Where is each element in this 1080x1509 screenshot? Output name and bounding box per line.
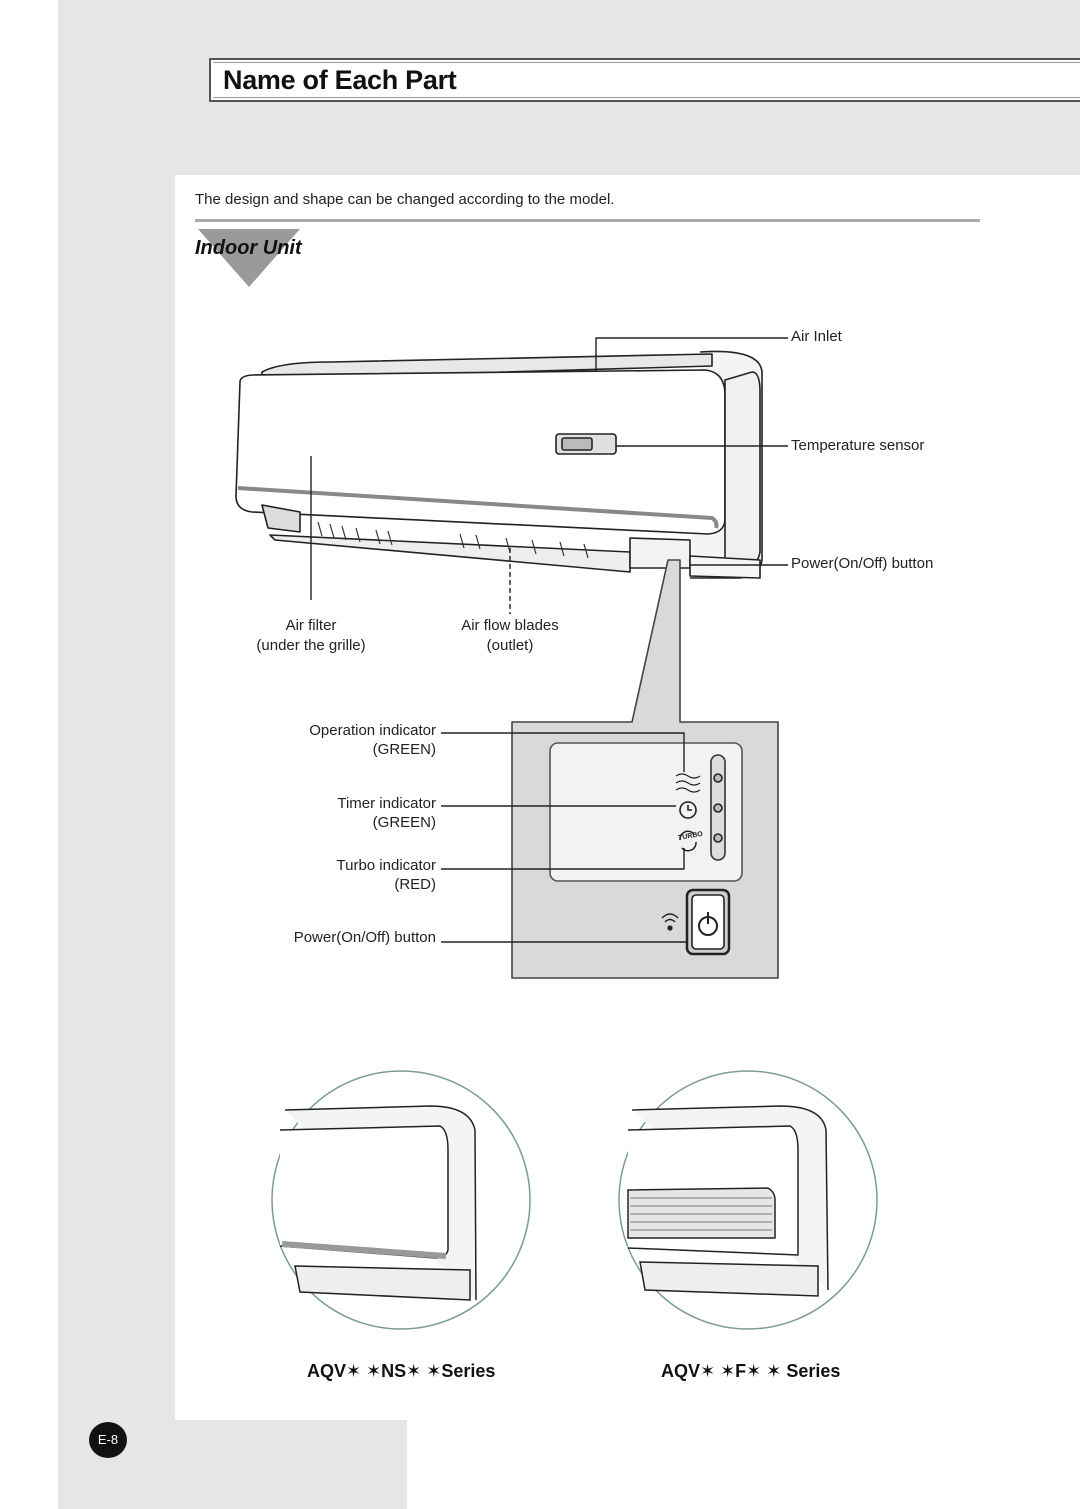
label-power-button-top: Power(On/Off) button [791, 555, 934, 572]
section-divider [195, 219, 980, 222]
label-air-flow-blades-sub: (outlet) [486, 637, 534, 654]
section-title: Indoor Unit [195, 237, 302, 259]
label-air-filter-sub: (under the grille) [256, 637, 366, 654]
label-power-button-panel: Power(On/Off) button [293, 929, 436, 946]
label-temperature-sensor: Temperature sensor [791, 437, 925, 454]
series-ns-label: AQV✶ ✶NS✶ ✶Series [307, 1361, 496, 1381]
intro-text: The design and shape can be changed acco… [195, 191, 615, 208]
section-triangle-icon [198, 229, 300, 287]
series-f-label: AQV✶ ✶F✶ ✶ Series [661, 1361, 841, 1381]
label-air-inlet: Air Inlet [791, 328, 842, 345]
label-timer-indicator: Timer indicator [337, 795, 436, 812]
label-timer-color: (GREEN) [372, 814, 436, 831]
label-operation-indicator: Operation indicator [309, 722, 436, 739]
title-box: Name of Each Part [209, 58, 1080, 102]
label-turbo-indicator: Turbo indicator [336, 857, 437, 874]
label-air-filter: Air filter [285, 617, 337, 634]
label-air-flow-blades: Air flow blades [461, 617, 559, 634]
page-number-badge: E-8 [89, 1422, 127, 1458]
label-turbo-color: (RED) [394, 876, 436, 893]
label-operation-color: (GREEN) [372, 741, 436, 758]
turbo-icon-text: TURBO [678, 831, 704, 842]
